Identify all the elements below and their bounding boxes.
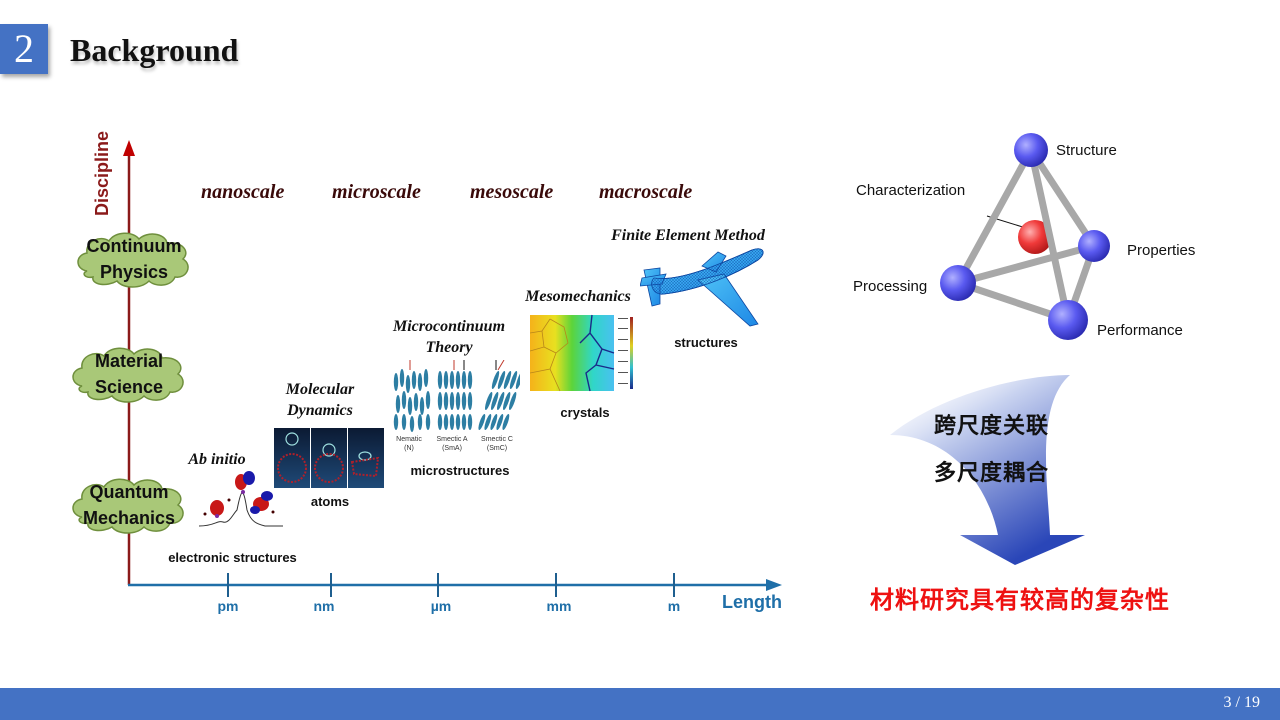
method-title-finite-element-method: Finite Element Method: [611, 227, 765, 244]
nematic-molecules: [393, 369, 431, 432]
discipline-line1: Quantum: [89, 482, 169, 502]
phase-abbrev: (SmA): [442, 445, 462, 452]
scale-label-microscale: microscale: [332, 181, 421, 203]
text-cross-scale-correlation: 跨尺度关联: [934, 413, 1050, 438]
tetrahedron-label-properties: Properties: [1127, 242, 1196, 259]
x-tick-m: m: [667, 598, 681, 614]
tetrahedron-graphic: [940, 133, 1110, 340]
cloud-shape-icon: [72, 478, 184, 534]
phase-label-nematic: Nematic (N): [388, 435, 430, 453]
cloud-shape-icon: [72, 347, 184, 403]
phase-abbrev: (N): [404, 445, 414, 452]
scale-label-macroscale: macroscale: [599, 181, 693, 203]
discipline-line1: Continuum: [86, 236, 182, 256]
method-title-mesomechanics: Mesomechanics: [525, 288, 631, 305]
footer-bar: [0, 688, 1280, 720]
page-number: 3 / 19: [1223, 694, 1260, 711]
method-title-line2: Dynamics: [287, 402, 353, 419]
structure-node-icon: [1014, 133, 1048, 167]
curved-down-arrow-icon: [890, 375, 1085, 565]
discipline-line2: Science: [94, 377, 164, 397]
method-title-line1: Microcontinuum: [392, 318, 506, 335]
tetrahedron-label-processing: Processing: [853, 278, 928, 295]
discipline-line2: Mechanics: [82, 508, 176, 528]
page-title: Background: [70, 32, 239, 68]
x-axis-arrow-icon: [766, 579, 782, 591]
tetrahedron-label-structure: Structure: [1056, 142, 1117, 159]
phase-label-smectic-a: Smectic A (SmA): [430, 435, 474, 453]
x-tick-um: µm: [430, 598, 452, 614]
scale-label-mesoscale: mesoscale: [470, 181, 554, 203]
cloud-shape-icon: [77, 232, 189, 288]
processing-node-icon: [940, 265, 976, 301]
phase-name: Nematic: [396, 436, 422, 443]
molecular-dynamics-image: [274, 428, 384, 488]
caption-microstructures: microstructures: [410, 463, 510, 478]
x-tick-pm: pm: [217, 598, 239, 614]
caption-crystals: crystals: [560, 405, 610, 420]
y-axis-arrow-icon: [123, 140, 135, 156]
x-tick-nm: nm: [313, 598, 335, 614]
conclusion-text: 材料研究具有较高的复杂性: [870, 587, 1170, 614]
tetrahedron-label-characterization: Characterization: [856, 182, 966, 199]
x-axis-label: Length: [722, 592, 782, 612]
method-title-molecular-dynamics: Molecular Dynamics: [272, 379, 368, 421]
discipline-line1: Material: [94, 351, 163, 371]
properties-node-icon: [1078, 230, 1110, 262]
airplane-fem-mesh-image: [640, 248, 764, 327]
scale-label-nanoscale: nanoscale: [201, 181, 285, 203]
method-title-ab-initio: Ab initio: [188, 451, 246, 468]
caption-atoms: atoms: [310, 494, 350, 509]
electron-orbital-graphic: [198, 471, 283, 527]
phase-abbrev: (SmC): [486, 445, 508, 452]
text-multi-scale-coupling: 多尺度耦合: [934, 460, 1050, 485]
y-axis-label: Discipline: [92, 130, 112, 216]
section-number-badge: 2: [0, 24, 48, 74]
method-title-line1: Molecular: [285, 381, 355, 398]
x-tick-mm: mm: [546, 598, 572, 614]
smectic-a-molecules: [437, 371, 473, 430]
smectic-c-molecules: [478, 371, 520, 430]
caption-structures: structures: [674, 335, 738, 350]
characterization-node-icon: [1018, 220, 1052, 254]
phase-name: Smectic C: [481, 436, 513, 443]
crystal-stress-contour-image: [530, 314, 633, 392]
method-title-line2: Theory: [425, 339, 473, 356]
liquid-crystal-phases-image: [393, 360, 520, 432]
phase-name: Smectic A: [436, 436, 468, 443]
tetrahedron-label-performance: Performance: [1097, 322, 1183, 339]
caption-electronic-structures: electronic structures: [168, 550, 297, 565]
method-title-microcontinuum-theory: Microcontinuum Theory: [382, 316, 516, 358]
performance-node-icon: [1048, 300, 1088, 340]
discipline-line2: Physics: [99, 262, 169, 282]
phase-label-smectic-c: Smectic C (SmC): [474, 435, 520, 453]
